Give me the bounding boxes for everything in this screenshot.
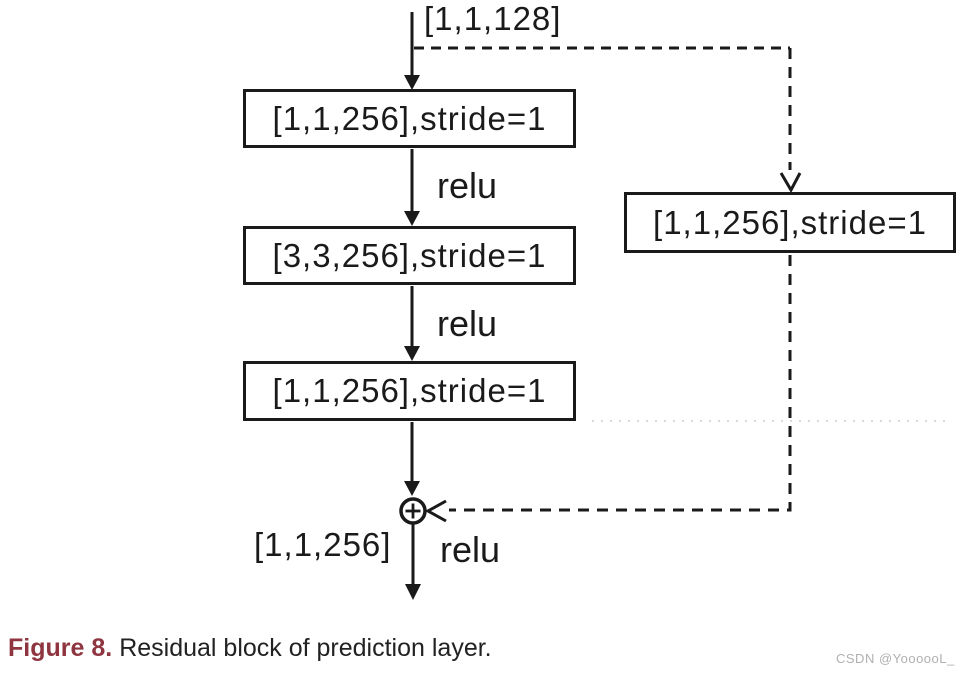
arrow-conv2-conv3 — [404, 286, 420, 361]
figure-caption: Figure 8.Residual block of prediction la… — [8, 634, 492, 663]
relu-label-3: relu — [440, 529, 501, 570]
arrow-conv3-add — [404, 422, 420, 496]
conv-box-2: [3,3,256],stride=1 — [243, 226, 576, 285]
caption-figure-number: Figure 8. — [8, 634, 113, 662]
shortcut-conv-box: [1,1,256],stride=1 — [624, 192, 956, 253]
shortcut-conv-box-label: [1,1,256],stride=1 — [653, 203, 927, 241]
output-arrow — [405, 524, 421, 600]
conv-box-3: [1,1,256],stride=1 — [243, 361, 576, 421]
conv-box-1-label: [1,1,256],stride=1 — [272, 99, 547, 137]
output-shape-label: [1,1,256] — [254, 526, 392, 563]
caption-text: Residual block of prediction layer. — [119, 634, 492, 662]
input-shape-label: [1,1,128] — [424, 0, 562, 37]
relu-label-2: relu — [437, 303, 498, 344]
add-plus-icon — [399, 497, 427, 525]
conv-box-2-label: [3,3,256],stride=1 — [272, 236, 547, 274]
relu-label-1: relu — [437, 165, 498, 206]
conv-box-3-label: [1,1,256],stride=1 — [272, 372, 547, 409]
input-arrow — [404, 12, 420, 90]
shortcut-branch-dashed — [414, 46, 802, 194]
arrow-conv1-conv2 — [404, 149, 420, 226]
watermark: CSDN @YoooooL_ — [836, 651, 955, 666]
conv-box-1: [1,1,256],stride=1 — [243, 89, 576, 148]
shortcut-return-dashed — [424, 255, 792, 523]
